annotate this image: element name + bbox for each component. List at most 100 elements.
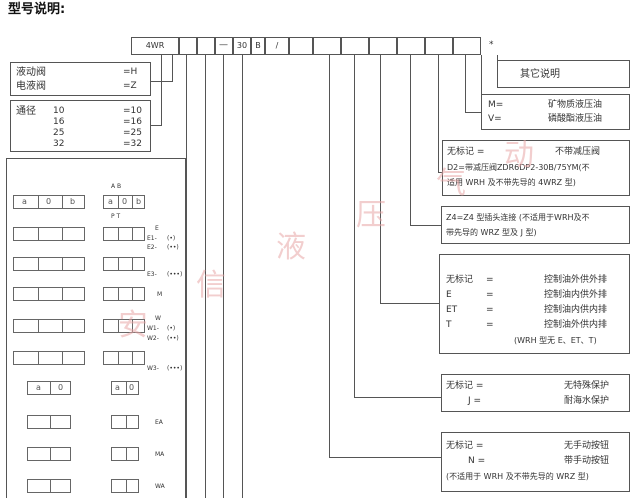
size-16: 16 — [53, 117, 65, 127]
other-box: 其它说明 — [497, 60, 630, 88]
dot-w1: (•) — [167, 325, 176, 332]
code-cell-1 — [179, 37, 197, 55]
sym-single-0-right: 0 — [129, 383, 135, 392]
size-32: 32 — [53, 139, 65, 149]
dot-w2: (••) — [167, 335, 179, 342]
leader-fluid2 — [481, 55, 482, 100]
code-cell-4 — [289, 37, 313, 55]
protect-k1: 无标记 = — [446, 381, 484, 391]
pilot-e0: = — [486, 275, 494, 285]
leader-a — [205, 55, 206, 498]
sym-row1-right — [103, 227, 145, 241]
fluid-box: M= 矿物质液压油 V= 磷酸酯液压油 — [481, 94, 630, 130]
leader-z4 — [410, 55, 411, 225]
size-10: 10 — [53, 106, 65, 116]
leader-pilot — [380, 55, 381, 303]
size-16-v: =16 — [123, 117, 142, 127]
sym-ma-right — [111, 447, 139, 461]
leader-other — [497, 55, 498, 63]
sym-row5-left — [13, 351, 85, 365]
sym-b-right: b — [136, 197, 142, 206]
leader-size-h — [150, 81, 173, 82]
code-w: W — [155, 315, 161, 322]
manual-k2: N = — [468, 456, 486, 466]
pilot-v1: 控制油内供外排 — [544, 290, 608, 300]
z4-l2: 带先导的 WRZ 型及 J 型) — [446, 228, 537, 237]
type-electro-value: =Z — [123, 81, 137, 91]
leader-symbol — [186, 55, 187, 498]
sym-wa-left — [27, 479, 71, 493]
size-box: 通径 10 =10 16 =16 25 =25 32 =32 — [10, 100, 151, 152]
leader-b — [223, 55, 224, 498]
code-cell-9 — [425, 37, 453, 55]
code-dash: — — [219, 40, 228, 50]
code-m: M — [157, 291, 163, 298]
code-cell-2 — [197, 37, 215, 55]
dot-3: (•••) — [167, 271, 183, 278]
sym-wa-right — [111, 479, 139, 493]
code-cell-8 — [397, 37, 425, 55]
code-cell-6 — [341, 37, 369, 55]
manual-v2: 带手动按钮 — [564, 456, 610, 466]
code-e2: E2- — [147, 244, 157, 251]
type-box: 液动阀 =H 电液阀 =Z — [10, 62, 151, 96]
sym-row3-right — [103, 287, 145, 301]
pilot-v3: 控制油外供内排 — [544, 320, 608, 330]
leader-fluid-h — [465, 112, 481, 113]
sym-b-left: b — [70, 197, 76, 206]
manual-k1: 无标记 = — [446, 441, 484, 451]
watermark-char-3: 液 — [276, 230, 306, 265]
sym-0-right: 0 — [122, 197, 128, 206]
code-cell-3 — [215, 37, 233, 55]
code-ma: MA — [155, 451, 165, 458]
sym-row4-left — [13, 319, 85, 333]
code-cell-5 — [313, 37, 341, 55]
pilot-e1: = — [486, 290, 494, 300]
code-cell-b: B — [251, 37, 265, 55]
page-title: 型号说明: — [8, 2, 66, 17]
leader-manual — [329, 55, 330, 457]
other-text: 其它说明 — [520, 69, 560, 80]
pilot-e2: = — [486, 305, 494, 315]
sym-row0-right: a 0 b — [103, 195, 145, 209]
watermark-char-5: 气 — [436, 166, 466, 201]
sym-row3-left — [13, 287, 85, 301]
fluid-v-val: 磷酸酯液压油 — [548, 114, 603, 124]
code-cell-4wr: 4WR — [131, 37, 179, 55]
leader-fluid — [465, 55, 466, 112]
sym-single-0-left: 0 — [58, 383, 64, 392]
leader-protect — [354, 55, 355, 397]
leader-size — [172, 55, 173, 81]
pilot-e3: = — [486, 320, 494, 330]
pilot-k0: 无标记 — [446, 275, 474, 285]
fluid-v-key: V= — [488, 114, 502, 124]
leader-type — [161, 55, 162, 125]
protect-k2: J = — [468, 396, 482, 406]
protect-v2: 耐海水保护 — [564, 396, 610, 406]
fluid-m-key: M= — [488, 100, 504, 110]
fluid-m-val: 矿物质液压油 — [548, 100, 603, 110]
sym-row2-left — [13, 257, 85, 271]
code-cell-30: 30 — [233, 37, 251, 55]
size-10-v: =10 — [123, 106, 142, 116]
relief-box: 无标记 = 不带减压阀 D2=带减压阀ZDR6DP2-30B/75YM(不 适用… — [442, 140, 630, 196]
sym-single-a-left: a — [36, 383, 41, 392]
leader-pilot-h — [380, 303, 439, 304]
leader-type-h — [150, 125, 162, 126]
manual-box: 无标记 = 无手动按钮 N = 带手动按钮 (不适用于 WRH 及不带先导的 W… — [441, 432, 630, 492]
code-w1: W1- — [147, 325, 159, 332]
pilot-k1: E — [446, 290, 452, 300]
leader-relief — [438, 55, 439, 172]
symbol-box: A B a 0 b a 0 b P T E E1- (•) E2- (••) E… — [6, 158, 186, 498]
relief-k1: 无标记 = — [447, 147, 485, 157]
type-hydraulic-label: 液动阀 — [16, 67, 46, 78]
sym-pt: P T — [111, 213, 121, 220]
pilot-k3: T — [446, 320, 452, 330]
relief-v1: 不带减压阀 — [555, 147, 601, 157]
sym-ea-left — [27, 415, 71, 429]
relief-l3: 适用 WRH 及不带先导的 4WRZ 型) — [447, 178, 576, 187]
pilot-note: (WRH 型无 E、ET、T) — [514, 336, 597, 345]
dot-w3: (•••) — [167, 365, 183, 372]
manual-v1: 无手动按钮 — [564, 441, 610, 451]
size-label: 通径 — [16, 106, 36, 117]
